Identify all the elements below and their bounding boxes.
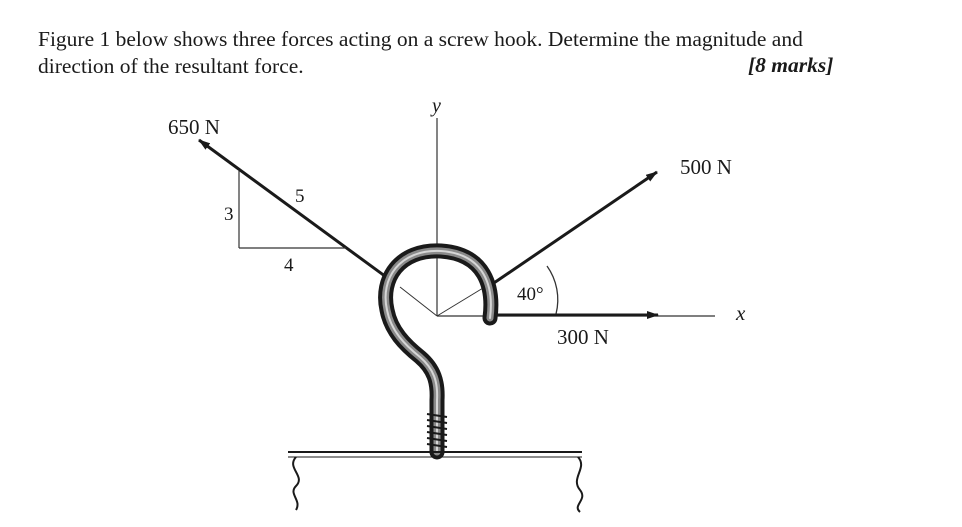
force-650-construction-line: [399, 286, 438, 317]
question-line-2: direction of the resultant force.: [38, 54, 304, 78]
angle-arc: [546, 265, 559, 315]
screw-threads: [426, 413, 448, 448]
x-axis-label: x: [735, 301, 746, 325]
angle-label: 40°: [517, 284, 544, 305]
screw-hook: [378, 243, 499, 460]
question-line-1: Figure 1 below shows three forces acting…: [38, 27, 803, 51]
force-500-label: 500 N: [680, 155, 732, 179]
slope-hyp-label: 5: [295, 186, 305, 207]
y-axis-label: y: [430, 95, 441, 117]
force-300-label: 300 N: [557, 325, 609, 349]
slope-rise-label: 3: [224, 204, 234, 225]
force-500-arrow: [487, 170, 658, 289]
question-text: Figure 1 below shows three forces acting…: [38, 26, 898, 80]
base-block: [288, 451, 584, 513]
force-650-label: 650 N: [168, 115, 220, 139]
slope-run-label: 4: [284, 255, 294, 276]
marks-label: [8 marks]: [748, 53, 834, 77]
force-500-construction-line: [436, 284, 489, 317]
force-650-arrow: [198, 138, 394, 284]
